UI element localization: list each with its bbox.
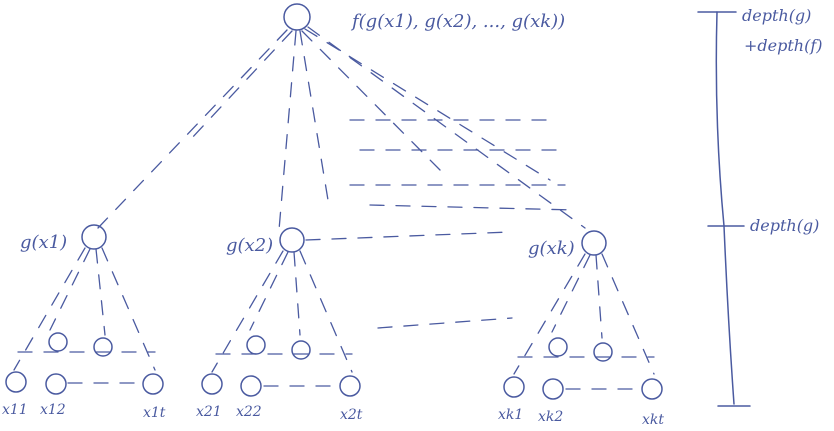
middle-dashed-connector [377,317,513,329]
subtree-1-leaf-1 [5,371,27,393]
subtree-k-leaf-3-label: xkt [642,412,664,428]
subtree-1-leaf-2 [45,373,67,395]
subtree-2-leaf-3 [339,375,361,397]
subtree-1-leaf-2-label: x12 [40,402,66,418]
subtree-k-leaf-1 [503,376,525,398]
depth-scale [697,11,751,407]
subtree-k-leaf-2 [542,378,564,400]
subtree-1-leaf-3-label: x1t [143,405,166,421]
subtree-k-leaf-2-label: xk2 [538,409,563,425]
subtree-1-root-label: g(x1) [20,232,67,253]
subtree-2-leaf-2-label: x22 [236,404,262,420]
subtree-k-gate-b [593,342,613,362]
subtree-2-leaf-3-label: x2t [340,407,363,423]
subtree-2-root-node [279,227,305,253]
subtree-2-leaf-1-label: x21 [196,404,222,420]
subtree-1-edges [13,247,156,384]
subtree-2-gate-b [291,340,311,360]
subtree-2-root-label: g(x2) [226,235,273,256]
depth-scale-upper-label-line1: depth(g) [742,6,811,25]
subtree-k-edges [513,253,655,390]
subtree-k-leaf-1-label: xk1 [498,407,523,423]
subtree-1: g(x1) x11 x12 x1t [2,224,166,421]
subtree-1-root-node [81,224,107,250]
subtree-2-edges [211,231,511,387]
depth-scale-lower-label: depth(g) [750,216,819,235]
subtree-1-leaf-3 [142,373,164,395]
root-edges [97,26,586,231]
root-label: f(g(x1), g(x2), ..., g(xk)) [350,11,565,32]
subtree-1-gate-a [48,332,68,352]
subtree-k: g(xk) xk1 xk2 xkt [498,230,664,428]
subtree-2-leaf-1 [201,373,223,395]
subtree-1-leaf-1-label: x11 [2,402,28,418]
subtree-2: g(x2) x21 x22 x2t [196,227,511,423]
subtree-k-leaf-3 [641,378,663,400]
subtree-2-gate-a [246,335,266,355]
subtree-1-gate-b [93,337,113,357]
depth-scale-lower-segment [723,225,735,405]
depth-scale-upper-segment [715,11,725,227]
depth-scale-upper-label-line2: +depth(f) [744,36,823,55]
subtree-k-gate-a [548,337,568,357]
subtree-k-root-label: g(xk) [528,238,575,259]
subtree-2-leaf-2 [240,375,262,397]
subtree-k-root-node [581,230,607,256]
root-node [283,3,311,31]
